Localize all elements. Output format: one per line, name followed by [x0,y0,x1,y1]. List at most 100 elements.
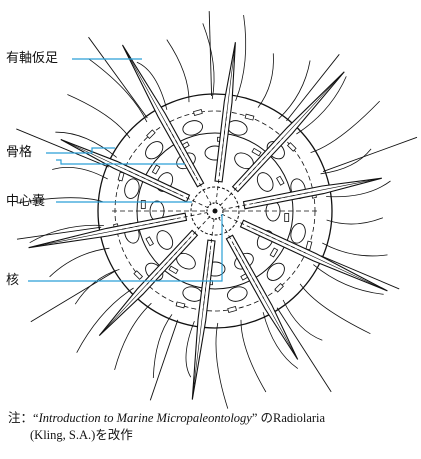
central-dashed-line [214,137,284,212]
central-dashed-line [124,168,216,212]
note-book-title: Introduction to Marine Micropaleontology [38,411,252,425]
axopodium-filament [52,167,108,180]
skeleton-bar [251,147,262,157]
axopodium-filament [29,224,104,244]
skeleton-bar [175,301,186,309]
axopodium-filament [278,60,311,120]
axopodium-label: 有軸仮足 [6,51,59,66]
axopodium-filament [326,180,391,198]
axopodium-filament [185,320,195,378]
leader-lines [28,58,223,282]
leader-nucleus [28,214,223,282]
axopodium-line [276,307,332,393]
spine-midrib [67,142,179,195]
skeletal-spine [28,212,188,249]
axopodium-line [320,255,400,290]
skeletal-spine [60,138,191,203]
axopodium-filament [114,302,152,371]
skeleton-chamber [266,262,285,281]
spine-midrib [219,50,235,172]
skeleton-bar [117,171,125,182]
skeletal-spine [239,219,388,292]
axopodium-filament [76,287,134,353]
axopodium-line [88,36,148,119]
skeleton-label: 骨格 [6,145,33,160]
skeleton-bar [227,306,237,313]
skeleton-chamber [290,223,306,244]
skeleton-bar [151,164,161,175]
axopodium-line [286,54,340,122]
axopodium-filament [262,312,299,369]
leader-skeleton-lower [56,159,185,165]
skeleton-chamber [156,230,174,250]
note-prefix: 注：“ [8,411,39,425]
central-dashed-line [214,111,228,212]
spine-midrib [234,245,295,353]
spine-midrib [36,218,176,247]
axopodia-filaments [16,11,418,409]
skeletal-spine [214,42,236,183]
skeleton-bar [274,282,284,293]
skeleton-chamber [256,172,274,192]
spine-midrib [126,51,196,177]
central-dashed-line [214,210,265,299]
note-suffix: ” のRadiolaria [251,411,326,425]
axopodium-filament [240,319,267,393]
skeleton-chamber [227,286,248,302]
axopodium-filament [310,100,380,153]
skeleton-bar [133,270,144,280]
spine-midrib [192,250,211,392]
axopodium-filament [322,242,388,257]
axopodium-filament [202,23,215,100]
axopodium-filament [296,76,347,135]
central-dashed-line [214,210,306,254]
spine-midrib [104,240,189,330]
nucleus-label: 核 [6,273,20,288]
skeleton-bar [168,265,179,275]
skeleton-bar [286,142,297,152]
axopodium-filament [257,53,274,108]
skeleton-bar [244,113,255,121]
leader-skeleton-upper [46,147,115,154]
axopodium-filament [74,269,120,305]
skeleton-bar [269,247,279,258]
axopodium-filament [235,15,247,102]
skeleton-bar [193,109,203,116]
skeletal-spine [122,44,205,188]
axopodium-filament [67,94,131,139]
central-dashed-line [146,210,216,285]
axopodium-filament [215,322,229,409]
axopodium-filament [282,299,323,341]
note-line-1: 注：“Introduction to Marine Micropaleontol… [8,410,418,427]
skeleton-chamber [124,178,140,199]
axopodium-line [322,136,418,173]
skeleton-bar [276,175,285,186]
skeleton-chamber [145,141,164,160]
nucleus-core [212,208,218,214]
skeletal-spine [191,239,216,400]
axopodium-filament [17,197,104,204]
axopodium-line [16,226,102,240]
central-dashed-lines [112,111,318,311]
axopodium-filament [313,264,384,295]
axopodium-line [149,319,179,401]
skeletal-spine [242,177,382,210]
skeleton-chamber [182,120,203,136]
axopodium-line [16,128,109,168]
skeleton-bar [146,129,156,140]
skeleton-bar [305,240,313,251]
skeleton-bar [145,236,154,247]
axopodium-filament [55,131,117,158]
skeletal-spine [225,234,299,360]
central-dashed-line [202,210,216,311]
axopodium-filament [166,39,190,103]
central-dashed-line [116,210,216,231]
note-line-2: (Kling, S.A.)を改作 [30,428,133,442]
axopodium-line [208,11,213,97]
central-dashed-line [165,123,216,212]
axopodium-filament [326,217,384,225]
central-capsule-label: 中心嚢 [6,194,46,209]
source-note: 注：“Introduction to Marine Micropaleontol… [8,410,418,444]
axopodium-filament [299,283,371,335]
